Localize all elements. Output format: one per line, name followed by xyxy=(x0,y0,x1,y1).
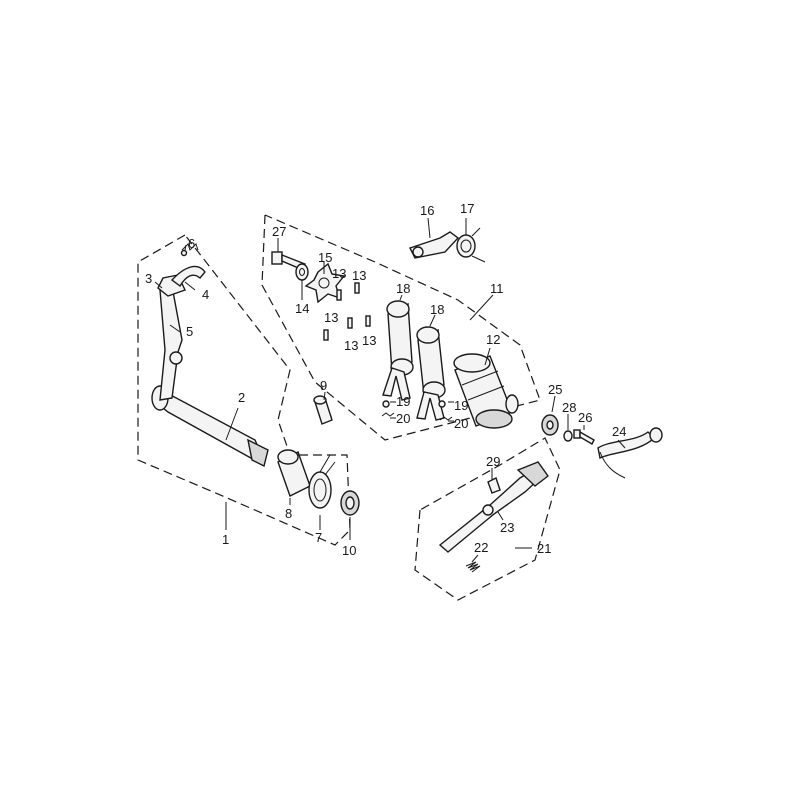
washer-14 xyxy=(295,263,309,281)
callout-5: 5 xyxy=(186,324,193,339)
bolt-29 xyxy=(487,477,501,494)
callout-7: 7 xyxy=(315,530,322,545)
callout-19b: 19 xyxy=(454,398,468,413)
bolt-26 xyxy=(573,429,595,445)
group-outline-shift-shaft xyxy=(137,234,351,546)
return-spring xyxy=(308,454,336,509)
callout-3: 3 xyxy=(145,271,152,286)
dowel-pins xyxy=(323,282,371,341)
callout-27: 27 xyxy=(272,224,286,239)
group-outline-kick-lever xyxy=(414,437,561,601)
callout-22: 22 xyxy=(474,540,488,555)
callout-16: 16 xyxy=(420,203,434,218)
callout-13e: 13 xyxy=(362,333,376,348)
callout-19a: 19 xyxy=(396,394,410,409)
callout-20a: 20 xyxy=(396,411,410,426)
oil-seal xyxy=(340,490,360,516)
callout-15: 15 xyxy=(318,250,332,265)
collar xyxy=(277,449,311,497)
callout-4: 4 xyxy=(202,287,209,302)
callout-17: 17 xyxy=(460,201,474,216)
callout-13b: 13 xyxy=(352,268,366,283)
stopper-arm xyxy=(409,231,460,259)
group-outline-shift-drum xyxy=(261,214,541,441)
callout-24: 24 xyxy=(612,424,626,439)
star-cam-plate xyxy=(304,262,346,304)
shift-drum xyxy=(453,353,519,429)
callout-25: 25 xyxy=(548,382,562,397)
stopper-pin xyxy=(313,395,333,425)
callout-13a: 13 xyxy=(332,266,346,281)
callout-9: 9 xyxy=(320,378,327,393)
shift-fork-right xyxy=(416,326,446,421)
kick-lever xyxy=(438,461,549,553)
guide-pins xyxy=(381,400,453,421)
callout-18b: 18 xyxy=(430,302,444,317)
callout-1: 1 xyxy=(222,532,229,547)
shift-arm xyxy=(159,285,183,401)
callout-13d: 13 xyxy=(344,338,358,353)
washer-28 xyxy=(563,430,573,442)
callout-28: 28 xyxy=(562,400,576,415)
callout-23: 23 xyxy=(500,520,514,535)
stopper-spring xyxy=(456,227,486,263)
washer-25 xyxy=(541,414,559,436)
callout-6: 6 xyxy=(188,236,195,251)
callout-2: 2 xyxy=(238,390,245,405)
callout-8: 8 xyxy=(285,506,292,521)
kick-spring xyxy=(465,561,481,573)
callout-29: 29 xyxy=(486,454,500,469)
callout-13c: 13 xyxy=(324,310,338,325)
callout-21: 21 xyxy=(537,541,551,556)
callout-11: 11 xyxy=(490,281,504,296)
rubber-cover xyxy=(597,427,663,479)
leader-lines xyxy=(154,217,626,563)
callout-10: 10 xyxy=(342,543,356,558)
callout-14: 14 xyxy=(295,301,309,316)
callout-20b: 20 xyxy=(454,416,468,431)
shift-hook xyxy=(170,265,206,288)
callout-12: 12 xyxy=(486,332,500,347)
callout-26: 26 xyxy=(578,410,592,425)
shift-fork-left xyxy=(382,300,414,401)
callout-18a: 18 xyxy=(396,281,410,296)
